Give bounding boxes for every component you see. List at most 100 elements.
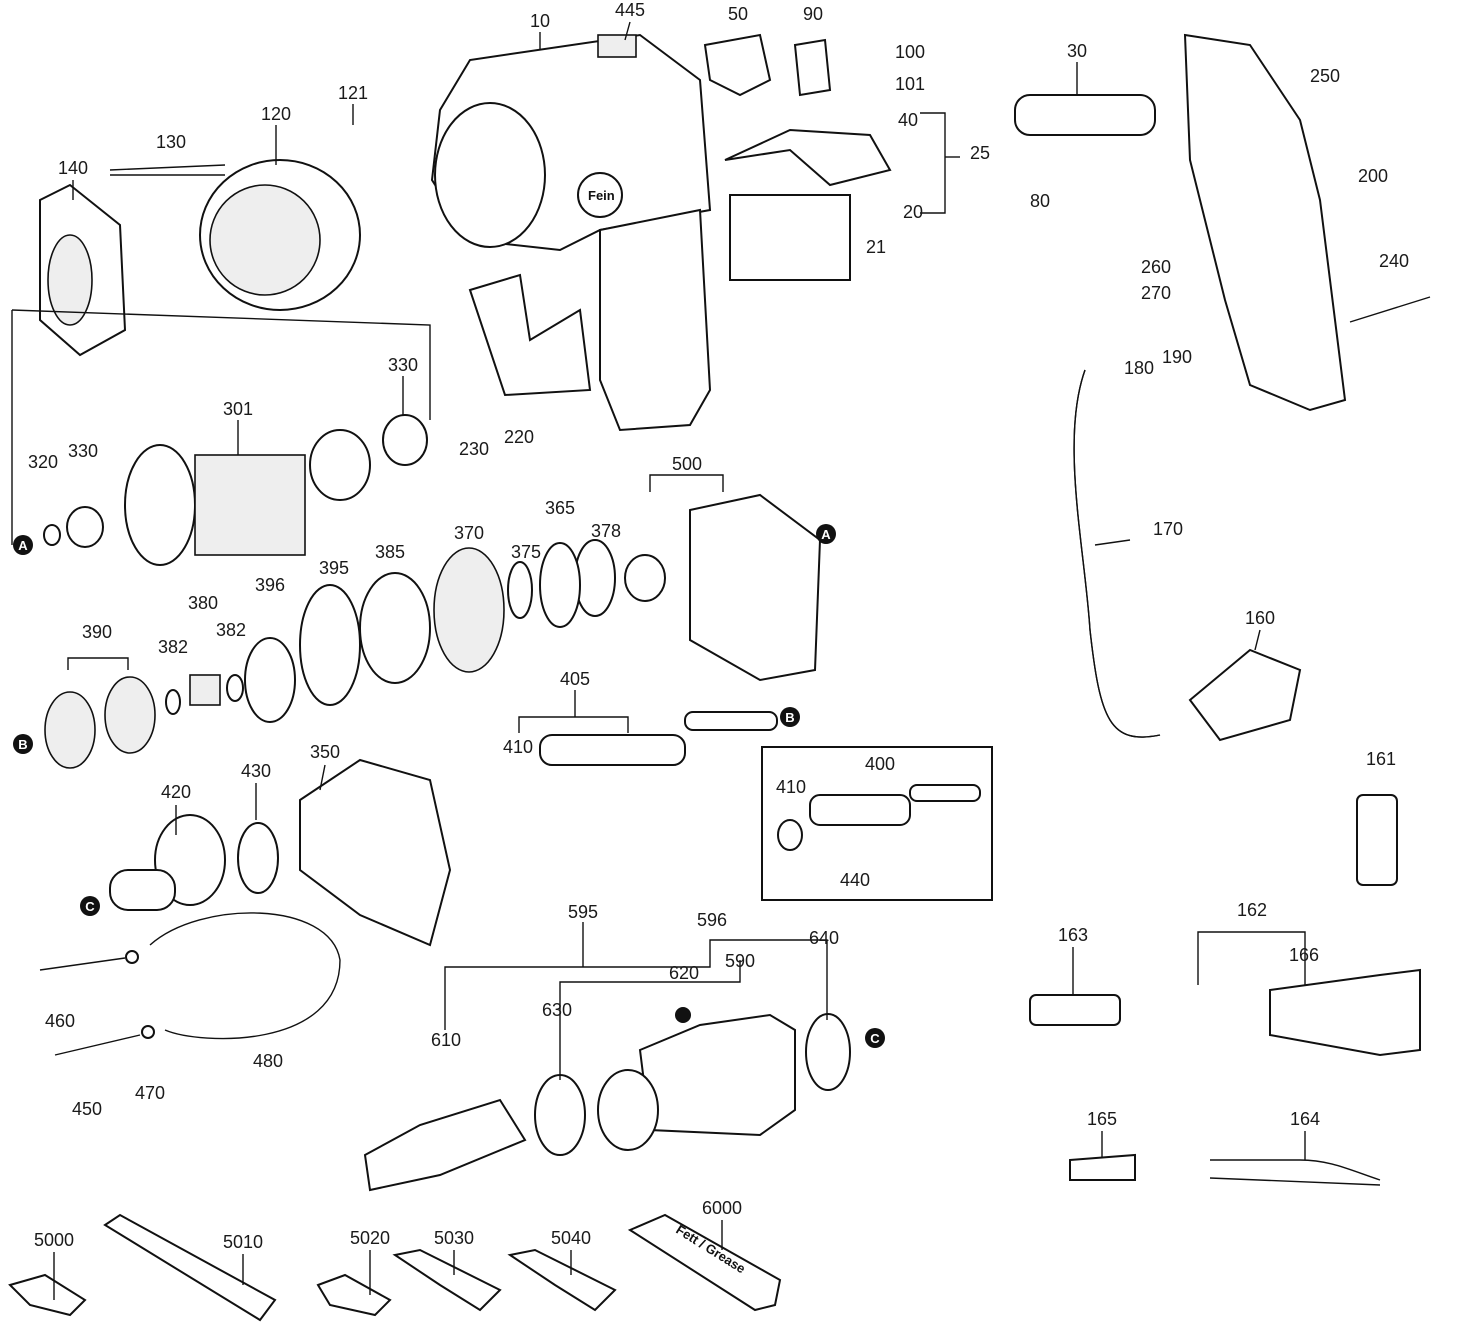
part-depth-stop: [638, 1013, 796, 1137]
callout-6000: 6000: [702, 1198, 742, 1218]
callout-50: 50: [728, 4, 748, 24]
part-bit-5010: [103, 1213, 277, 1322]
callout-100: 100: [895, 42, 925, 62]
callout-500: 500: [672, 454, 702, 474]
callout-80: 80: [1030, 191, 1050, 211]
part-switch-40: [724, 128, 892, 187]
callout-163: 163: [1058, 925, 1088, 945]
callout-350: 350: [310, 742, 340, 762]
part-handle: [1183, 33, 1347, 412]
callout-5020: 5020: [350, 1228, 390, 1248]
callout-labels: 10 445 50 90 100 101 121 120 130 140 30 …: [28, 0, 1409, 1252]
part-switch-50: [703, 33, 772, 97]
marker-b-left: B: [18, 737, 27, 752]
part-cover-30: [1014, 94, 1156, 136]
callout-162: 162: [1237, 900, 1267, 920]
callout-180: 180: [1124, 358, 1154, 378]
part-plug-160: [1188, 648, 1302, 742]
callout-395: 395: [319, 558, 349, 578]
leader-lines: [53, 21, 1306, 1300]
part-gear-housing: [689, 493, 822, 682]
callout-450: 450: [72, 1099, 102, 1119]
part-gear-cover: [299, 758, 452, 947]
callout-410b: 410: [776, 777, 806, 797]
callout-320: 320: [28, 452, 58, 472]
part-switch-90: [793, 38, 832, 97]
callout-480: 480: [253, 1051, 283, 1071]
part-grease-tube: Fett / Grease: [627, 1213, 782, 1312]
callout-470: 470: [135, 1083, 165, 1103]
part-plug-163: [1029, 994, 1121, 1026]
callout-445: 445: [615, 0, 645, 20]
callout-378: 378: [591, 521, 621, 541]
callout-410: 410: [503, 737, 533, 757]
inset-box: [761, 746, 993, 901]
callout-21: 21: [866, 237, 886, 257]
marker-c-right: C: [870, 1031, 880, 1046]
callout-130: 130: [156, 132, 186, 152]
callout-220: 220: [504, 427, 534, 447]
callout-161: 161: [1366, 749, 1396, 769]
callout-405: 405: [560, 669, 590, 689]
marker-a-left: A: [18, 538, 28, 553]
callout-165: 165: [1087, 1109, 1117, 1129]
marker-c-left: C: [85, 899, 95, 914]
callout-620: 620: [669, 963, 699, 983]
part-armature: [43, 414, 428, 566]
part-housing: Fein: [430, 33, 712, 432]
part-bit-5030: [392, 1248, 502, 1312]
part-plug-161: [1356, 794, 1398, 886]
callout-330: 330: [388, 355, 418, 375]
callout-385: 385: [375, 542, 405, 562]
part-trigger-cover: [468, 273, 592, 397]
callout-5040: 5040: [551, 1228, 591, 1248]
callout-230: 230: [459, 439, 489, 459]
callout-365: 365: [545, 498, 575, 518]
callout-170: 170: [1153, 519, 1183, 539]
callout-5000: 5000: [34, 1230, 74, 1250]
callout-140: 140: [58, 158, 88, 178]
callout-420: 420: [161, 782, 191, 802]
callout-330b: 330: [68, 441, 98, 461]
callout-396: 396: [255, 575, 285, 595]
callout-164: 164: [1290, 1109, 1320, 1129]
callout-460: 460: [45, 1011, 75, 1031]
callout-166: 166: [1289, 945, 1319, 965]
callout-596: 596: [697, 910, 727, 930]
callout-101: 101: [895, 74, 925, 94]
connection-markers: A A B B C C: [13, 524, 885, 1048]
callout-20: 20: [903, 202, 923, 222]
callout-630: 630: [542, 1000, 572, 1020]
callout-200: 200: [1358, 166, 1388, 186]
callout-250: 250: [1310, 66, 1340, 86]
part-bit-5000: [8, 1273, 87, 1317]
callout-5010: 5010: [223, 1232, 263, 1252]
callout-430: 430: [241, 761, 271, 781]
part-plug-166: [1269, 968, 1421, 1057]
marker-a-right: A: [821, 527, 831, 542]
callout-160: 160: [1245, 608, 1275, 628]
part-bit-5040: [507, 1248, 617, 1312]
callout-382a: 382: [158, 637, 188, 657]
marker-b-right: B: [785, 710, 794, 725]
callout-640: 640: [809, 928, 839, 948]
part-bit-5020: [316, 1273, 392, 1317]
callout-610: 610: [431, 1030, 461, 1050]
callout-440: 440: [840, 870, 870, 890]
callout-370: 370: [454, 523, 484, 543]
callout-595: 595: [568, 902, 598, 922]
callout-375: 375: [511, 542, 541, 562]
part-cord-164: [1209, 1159, 1381, 1186]
callout-400: 400: [865, 754, 895, 774]
callout-40: 40: [898, 110, 918, 130]
callout-301: 301: [223, 399, 253, 419]
part-bit-holder: [363, 1098, 527, 1192]
part-switch-20: [729, 194, 851, 281]
callout-25: 25: [970, 143, 990, 163]
part-spindle: [539, 734, 686, 766]
callout-240: 240: [1379, 251, 1409, 271]
callout-190: 190: [1162, 347, 1192, 367]
part-field-coil: [199, 159, 361, 311]
callout-30: 30: [1067, 41, 1087, 61]
